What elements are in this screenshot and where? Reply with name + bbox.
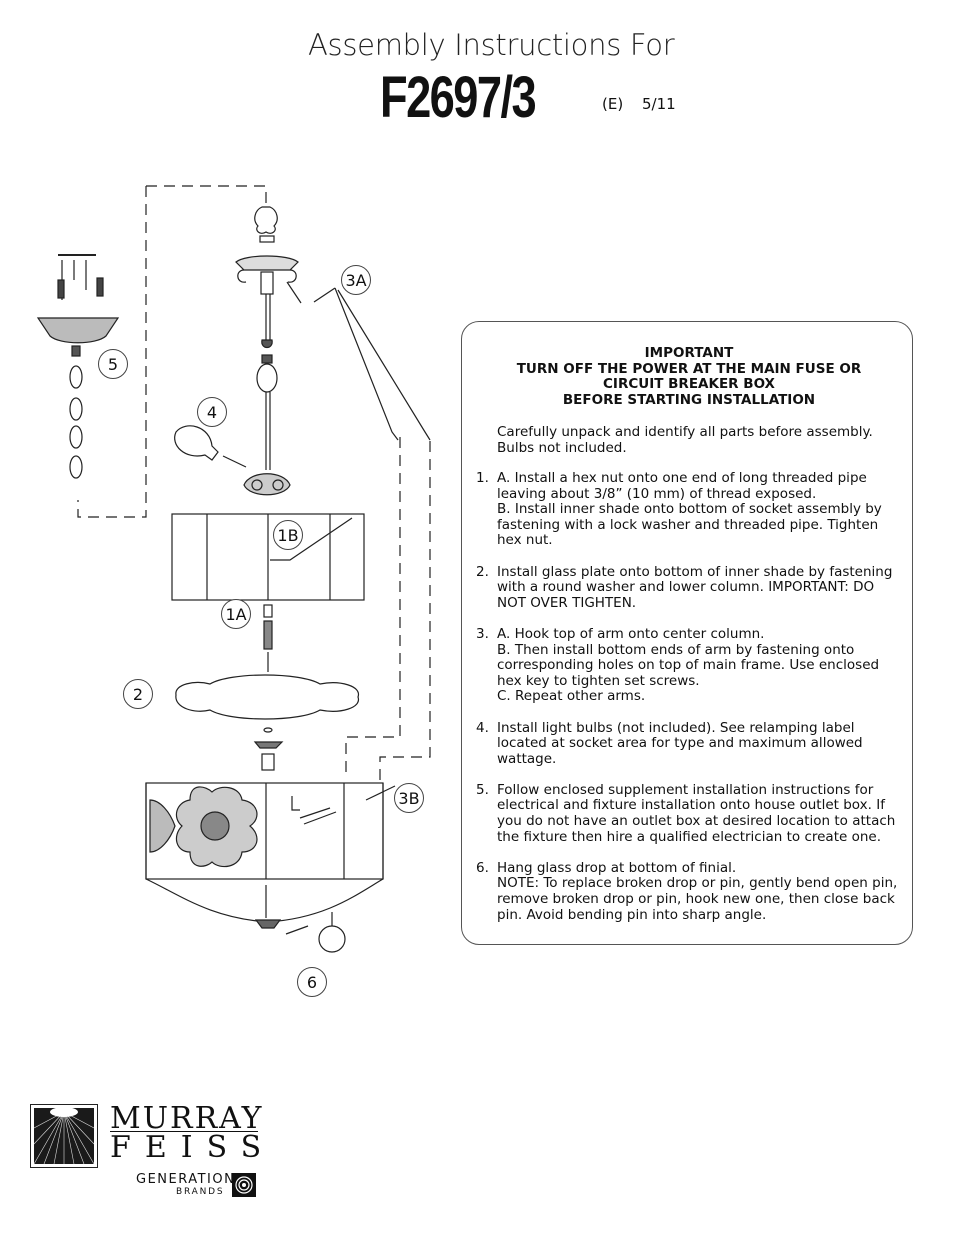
step-number: 3. (476, 625, 489, 642)
step-number: 5. (476, 781, 489, 798)
callout-1b: 1B (273, 520, 303, 550)
edition-code: (E) (602, 95, 624, 113)
callout-4: 4 (197, 397, 227, 427)
step-5: 5. Follow enclosed supplement installati… (476, 781, 906, 845)
warning-line: BEFORE STARTING INSTALLATION (562, 391, 816, 408)
step-body: Hang glass drop at bottom of finial. NOT… (497, 859, 906, 923)
step-3: 3. A. Hook top of arm onto center column… (476, 625, 906, 705)
logo-word-feiss: FEISS (110, 1130, 276, 1165)
callout-5: 5 (98, 349, 128, 379)
step-body: Install glass plate onto bottom of inner… (497, 563, 906, 612)
warning-line: CIRCUIT BREAKER BOX (603, 376, 775, 393)
intro-text: Carefully unpack and identify all parts … (497, 424, 873, 456)
instructions-panel (461, 321, 913, 945)
logo-divider (110, 1131, 258, 1132)
step-line: Follow enclosed supplement installation … (497, 781, 896, 845)
step-line: A. Hook top of arm onto center column. (497, 625, 765, 642)
generation-brands-icon (232, 1173, 256, 1197)
step-line: C. Repeat other arms. (497, 688, 646, 705)
document-title: Assembly Instructions For (308, 28, 675, 62)
step-4: 4. Install light bulbs (not included). S… (476, 719, 906, 768)
callout-3b: 3B (394, 783, 424, 813)
step-body: Install light bulbs (not included). See … (497, 719, 906, 768)
callout-1a: 1A (221, 599, 251, 629)
step-1: 1. A. Install a hex nut onto one end of … (476, 470, 906, 549)
murray-feiss-logo-icon (30, 1104, 98, 1168)
model-number: F2697/3 (380, 65, 537, 130)
instruction-steps: 1. A. Install a hex nut onto one end of … (476, 470, 906, 939)
brands-wordmark: BRANDS (176, 1187, 225, 1197)
warning-line: IMPORTANT (644, 345, 734, 361)
step-body: A. Install a hex nut onto one end of lon… (497, 470, 906, 549)
step-number: 4. (476, 719, 489, 736)
step-number: 6. (476, 859, 489, 876)
step-line: B. Install inner shade onto bottom of so… (497, 501, 882, 549)
step-2: 2. Install glass plate onto bottom of in… (476, 563, 906, 612)
warning-line: TURN OFF THE POWER AT THE MAIN FUSE OR (516, 360, 862, 377)
callout-6: 6 (297, 967, 327, 997)
generation-brands-wordmark: GENERATION (136, 1172, 236, 1187)
callout-3a: 3A (341, 265, 371, 295)
revision-date: 5/11 (641, 95, 676, 113)
step-6: 6. Hang glass drop at bottom of finial. … (476, 859, 906, 923)
step-line: Hang glass drop at bottom of finial. (497, 859, 737, 876)
important-warning: IMPORTANT TURN OFF THE POWER AT THE MAIN… (470, 345, 908, 408)
step-line: Install light bulbs (not included). See … (497, 719, 863, 767)
step-number: 1. (476, 470, 489, 486)
revision-info: (E) 5/11 (602, 95, 690, 113)
step-body: Follow enclosed supplement installation … (497, 781, 906, 845)
callout-2: 2 (123, 679, 153, 709)
step-line: Install glass plate onto bottom of inner… (497, 563, 893, 611)
step-number: 2. (476, 563, 489, 580)
step-line: A. Install a hex nut onto one end of lon… (497, 470, 867, 502)
step-body: A. Hook top of arm onto center column. B… (497, 625, 906, 705)
step-line: NOTE: To replace broken drop or pin, gen… (497, 875, 898, 923)
logo-word-murray: MURRAY (110, 1101, 264, 1136)
step-line: B. Then install bottom ends of arm by fa… (497, 641, 880, 689)
